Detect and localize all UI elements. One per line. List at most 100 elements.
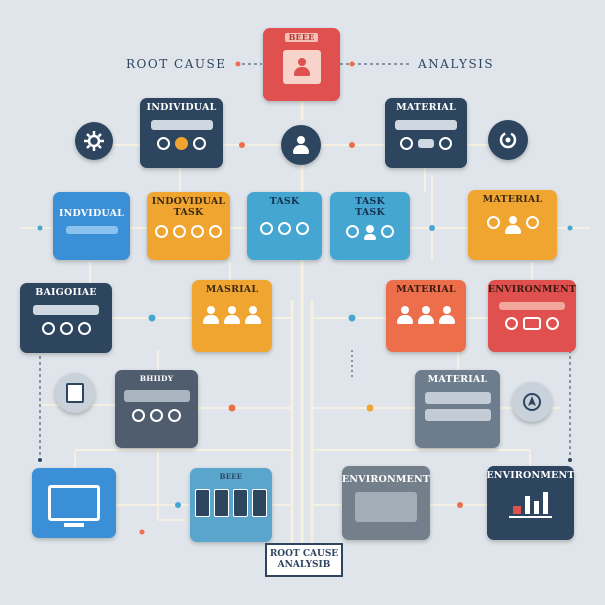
- node-material-coral[interactable]: MATERIAL: [386, 280, 466, 352]
- image-placeholder-icon: [355, 491, 417, 522]
- user-icon: [418, 305, 434, 324]
- location-icon-glyph: [523, 393, 541, 411]
- circle-icon: [296, 221, 309, 235]
- node-label: TASK TASK: [355, 196, 385, 218]
- node-label: INDVIDUAL: [58, 208, 125, 219]
- text-bar: [123, 389, 190, 402]
- node-monitor[interactable]: [32, 468, 116, 538]
- chart-icon-bar: [525, 495, 530, 514]
- node-label: BAIGOIIAE: [35, 287, 97, 298]
- node-task-1[interactable]: TASK: [247, 192, 322, 260]
- circle-icon: [278, 221, 291, 235]
- node-individual-task[interactable]: INDOVIDUAL TASK: [147, 192, 230, 260]
- circle-icon: [77, 321, 91, 335]
- user-icon: [245, 305, 261, 324]
- icon-row: [132, 408, 181, 422]
- gear-icon-glyph: [84, 131, 104, 151]
- circle-icon: [193, 136, 206, 150]
- circle-icon: [132, 408, 145, 422]
- circle-icon: [41, 321, 55, 335]
- user-icon: [364, 224, 376, 240]
- circle-icon: [505, 316, 518, 330]
- circle-icon: [260, 221, 273, 235]
- node-individual-top[interactable]: INDIVIDUAL: [140, 98, 223, 168]
- node-material-right[interactable]: MATERIAL: [468, 190, 557, 260]
- circle-icon: [381, 224, 394, 238]
- circle-icon: [59, 321, 73, 335]
- user-icon: [397, 305, 413, 324]
- circle-icon: [346, 224, 359, 238]
- icon-row: [41, 321, 91, 335]
- node-masrial[interactable]: MASRIAL: [192, 280, 272, 352]
- circle-icon: [439, 136, 452, 150]
- chart-icon: [509, 491, 552, 518]
- user-icon: [224, 305, 240, 324]
- icon-row: [486, 215, 539, 234]
- node-label: MATERIAL: [396, 102, 456, 113]
- circle-icon: [168, 408, 181, 422]
- icon-row: [346, 224, 394, 240]
- node-bottom-server[interactable]: BEEE: [190, 468, 272, 542]
- chart-icon-bar: [543, 491, 548, 514]
- icon-row: [157, 136, 206, 150]
- document-icon-glyph: [66, 383, 84, 403]
- node-label: MATERIAL: [427, 374, 488, 385]
- circle-icon: [400, 136, 413, 150]
- circle-icon: [546, 316, 559, 330]
- location-icon[interactable]: [512, 382, 552, 422]
- text-bar: [424, 391, 491, 404]
- user-icon[interactable]: [281, 125, 321, 165]
- gear-icon[interactable]: [75, 122, 113, 160]
- user-icon: [439, 305, 455, 324]
- monitor-icon: [48, 479, 100, 527]
- circle-icon: [209, 224, 222, 238]
- text-bar: [33, 304, 99, 315]
- circle-icon: [175, 136, 188, 150]
- user-icon: [203, 305, 219, 324]
- refresh-icon[interactable]: [488, 120, 528, 160]
- text-bar: [499, 301, 565, 310]
- node-label: TASK: [269, 196, 300, 207]
- top-cause-box[interactable]: BEEE: [263, 28, 340, 101]
- node-label: INDOVIDUAL TASK: [151, 196, 226, 218]
- node-material-gray[interactable]: MATERIAL: [415, 370, 500, 448]
- user-icon: [282, 50, 321, 85]
- text-bar: [424, 408, 491, 421]
- people-icon: [203, 305, 261, 324]
- node-label: ENVIRONMENT: [487, 284, 577, 295]
- document-icon[interactable]: [55, 373, 95, 413]
- node-task-2[interactable]: TASK TASK: [330, 192, 410, 260]
- circle-icon: [155, 224, 168, 238]
- box-icon: [523, 316, 541, 330]
- text-bar: [65, 225, 118, 234]
- node-material-top[interactable]: MATERIAL: [385, 98, 467, 168]
- node-label: ENVIRONMENT: [486, 470, 575, 481]
- node-environment-navy[interactable]: ENVIRONMENT: [486, 466, 575, 540]
- node-environment-gray[interactable]: ENVIRONMENT: [342, 466, 430, 540]
- node-label: BHIIDY: [139, 374, 174, 383]
- heading-root-cause: ROOT CAUSE: [126, 57, 227, 71]
- icon-row: [260, 221, 309, 235]
- icon-row: [400, 136, 452, 150]
- heading-analysis: ANALYSIS: [418, 57, 495, 71]
- node-label: ENVIRONMENT: [341, 474, 431, 485]
- node-label: INDIVIDUAL: [146, 102, 217, 113]
- node-individual-left[interactable]: INDVIDUAL: [53, 192, 130, 260]
- icon-row: [155, 224, 222, 238]
- node-label: BEEE: [219, 472, 243, 481]
- icon-row: [505, 316, 559, 330]
- node-label: MATERIAL: [482, 194, 543, 205]
- list-icon: [418, 138, 434, 148]
- text-bar: [395, 119, 457, 130]
- people-icon: [397, 305, 455, 324]
- top-box-label: BEEE: [284, 32, 319, 43]
- node-bhiidy[interactable]: BHIIDY: [115, 370, 198, 448]
- circle-icon: [191, 224, 204, 238]
- footer-root-cause-label: ROOT CAUSE ANALYSIB: [265, 543, 343, 577]
- node-baigoiae[interactable]: BAIGOIIAE: [20, 283, 112, 353]
- node-environment-red[interactable]: ENVIRONMENT: [488, 280, 576, 352]
- node-label: MATERIAL: [396, 284, 456, 295]
- circle-icon: [486, 215, 500, 229]
